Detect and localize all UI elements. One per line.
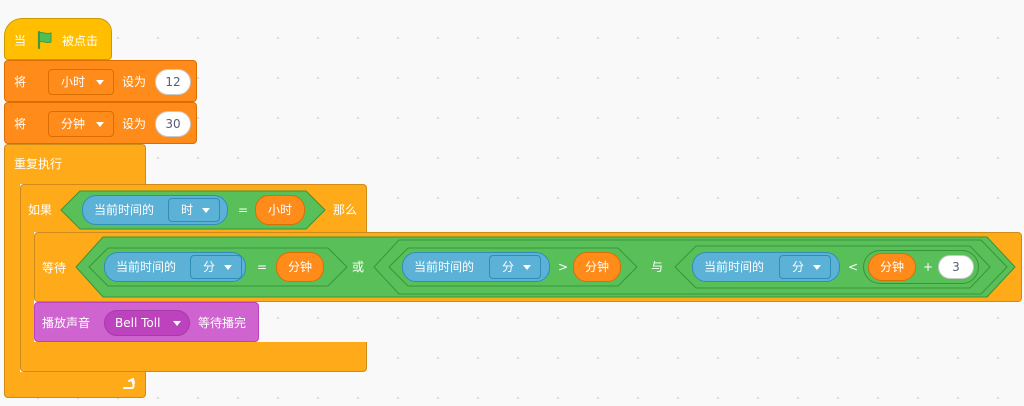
equals-sign: = [257, 260, 268, 274]
current-time-reporter[interactable]: 当前时间的 分 [692, 252, 840, 282]
to-label: 设为 [122, 117, 147, 131]
when-flag-clicked-block[interactable]: 当 被点击 [4, 18, 112, 60]
green-flag-icon [37, 30, 52, 50]
equals-sign: = [238, 203, 249, 217]
set-label: 将 [14, 75, 27, 89]
forever-bottom [4, 372, 146, 398]
dropdown-arrow-icon [523, 265, 531, 270]
wait-label: 等待 [42, 261, 67, 275]
forever-arm [4, 184, 20, 372]
plus-sign: + [923, 260, 934, 274]
dropdown-arrow-icon [202, 208, 210, 213]
if-bottom [20, 342, 367, 372]
time-unit-dropdown[interactable]: 时 [168, 198, 220, 222]
time-unit-value: 分 [792, 260, 805, 274]
current-time-label: 当前时间的 [414, 260, 475, 274]
minute-variable-reporter[interactable]: 分钟 [573, 252, 621, 282]
time-unit-dropdown[interactable]: 分 [190, 255, 242, 279]
time-unit-dropdown[interactable]: 分 [489, 255, 541, 279]
number-input[interactable]: 3 [938, 255, 974, 279]
and-label: 与 [651, 260, 664, 274]
current-time-label: 当前时间的 [94, 203, 155, 217]
time-unit-dropdown[interactable]: 分 [779, 255, 831, 279]
greater-sign: > [558, 260, 569, 274]
hour-variable-reporter[interactable]: 小时 [255, 195, 305, 225]
or-label: 或 [352, 260, 365, 274]
set-minute-block[interactable]: 将 分钟 设为 30 [4, 102, 197, 144]
variable-name: 分钟 [61, 117, 86, 131]
dropdown-arrow-icon [96, 80, 104, 85]
sound-dropdown[interactable]: Bell Toll [104, 310, 190, 336]
time-unit-value: 时 [181, 203, 194, 217]
current-time-reporter[interactable]: 当前时间的 时 [82, 195, 228, 225]
loop-arrow-icon [123, 378, 135, 389]
set-label: 将 [14, 117, 27, 131]
minute-variable-name: 分钟 [880, 260, 905, 274]
current-time-reporter[interactable]: 当前时间的 分 [402, 252, 550, 282]
when-label: 当 [14, 34, 27, 48]
to-label: 设为 [122, 75, 147, 89]
dropdown-arrow-icon [96, 122, 104, 127]
play-sound-label: 播放声音 [42, 316, 91, 330]
variable-dropdown-hour[interactable]: 小时 [48, 69, 114, 95]
minute-variable-name: 分钟 [288, 260, 313, 274]
dropdown-arrow-icon [813, 265, 821, 270]
less-sign: < [848, 260, 859, 274]
current-time-label: 当前时间的 [704, 260, 765, 274]
current-time-reporter[interactable]: 当前时间的 分 [104, 252, 246, 282]
hour-value-input[interactable]: 12 [155, 69, 191, 95]
minute-value-input[interactable]: 30 [155, 111, 191, 137]
minute-variable-name: 分钟 [585, 260, 610, 274]
play-sound-until-done-block[interactable]: 播放声音 Bell Toll 等待播完 [34, 302, 259, 342]
if-label: 如果 [28, 203, 53, 217]
hour-variable-name: 小时 [268, 203, 293, 217]
minute-variable-reporter[interactable]: 分钟 [276, 252, 324, 282]
dropdown-arrow-icon [173, 321, 181, 326]
variable-name: 小时 [61, 75, 86, 89]
forever-label: 重复执行 [14, 157, 63, 171]
variable-dropdown-minute[interactable]: 分钟 [48, 111, 114, 137]
sound-name: Bell Toll [115, 316, 161, 330]
until-done-label: 等待播完 [198, 316, 247, 330]
then-label: 那么 [333, 203, 358, 217]
dropdown-arrow-icon [224, 265, 232, 270]
set-hour-block[interactable]: 将 小时 设为 12 [4, 60, 197, 102]
minute-variable-reporter[interactable]: 分钟 [868, 253, 916, 281]
time-unit-value: 分 [502, 260, 515, 274]
time-unit-value: 分 [203, 260, 216, 274]
clicked-label: 被点击 [62, 34, 99, 48]
forever-block[interactable]: 重复执行 [4, 144, 146, 184]
current-time-label: 当前时间的 [116, 260, 177, 274]
if-arm [20, 232, 34, 342]
